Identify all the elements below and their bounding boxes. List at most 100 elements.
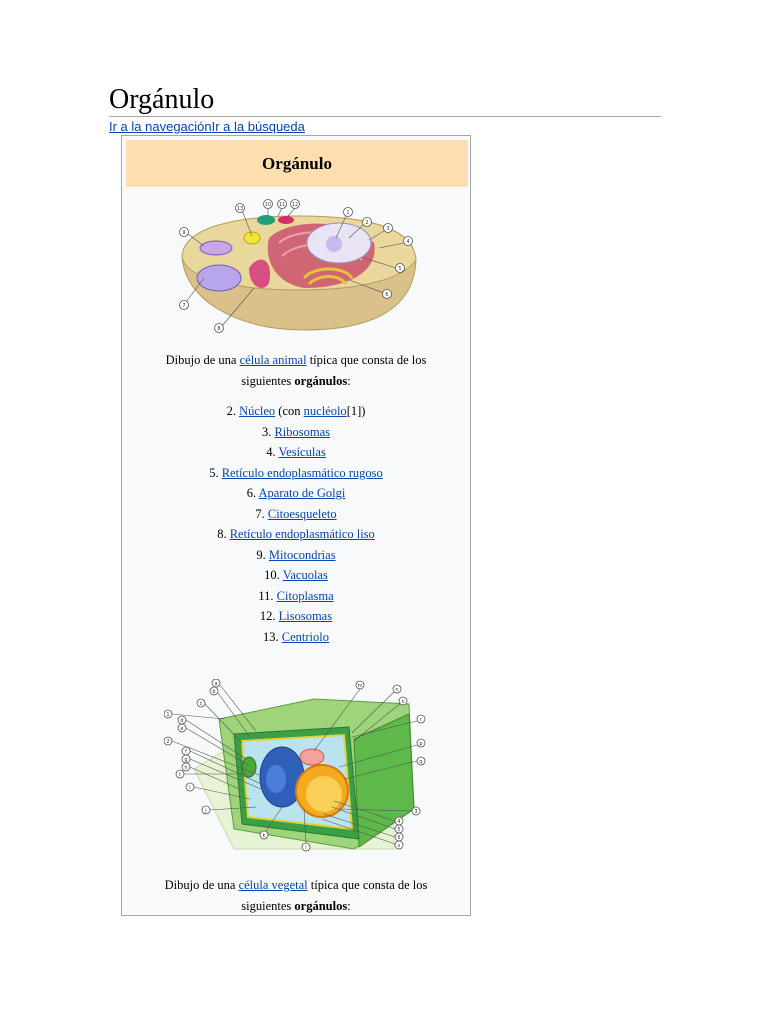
list-item: 8. Retículo endoplasmático liso <box>122 524 470 545</box>
caption-text: siguientes <box>241 898 295 913</box>
svg-text:k: k <box>263 833 266 839</box>
organelle-link-nucleo[interactable]: Núcleo <box>239 404 276 418</box>
svg-text:7: 7 <box>182 303 185 309</box>
skip-links: Ir a la navegaciónIr a la búsqueda <box>109 119 305 135</box>
svg-text:2: 2 <box>365 220 368 226</box>
plant-cell-link[interactable]: célula vegetal <box>238 878 308 892</box>
list-item: 13. Centriolo <box>122 627 470 648</box>
organelle-link-ribosomas[interactable]: Ribosomas <box>274 424 331 439</box>
list-item: 2. Núcleo (con nucléolo[1]) <box>122 401 470 422</box>
svg-text:f: f <box>185 749 187 755</box>
svg-text:i: i <box>189 785 190 791</box>
item-number: 9. <box>256 547 269 562</box>
list-item: 5. Retículo endoplasmático rugoso <box>122 463 470 484</box>
plant-cell-labels: a b c d e 1 2 f g h i j k l <box>164 679 426 852</box>
svg-text:13: 13 <box>237 206 243 212</box>
svg-text:j: j <box>204 808 206 814</box>
svg-text:6: 6 <box>385 292 388 298</box>
caption-text: Dibujo de una <box>164 878 239 892</box>
plant-cell-figure[interactable]: a b c d e 1 2 f g h i j k l <box>164 679 434 859</box>
item-number: 8. <box>217 527 230 541</box>
item-number: 5. <box>209 465 222 480</box>
item-number: 4. <box>266 445 279 459</box>
svg-text:3: 3 <box>386 226 389 232</box>
svg-text:3: 3 <box>414 809 417 815</box>
organelle-link-vacuolas[interactable]: Vacuolas <box>282 568 328 582</box>
item-text: [1]) <box>346 404 366 418</box>
list-item: 10. Vacuolas <box>122 565 470 586</box>
infobox: Orgánulo 13 10 11 <box>121 135 471 916</box>
svg-text:p: p <box>419 741 422 747</box>
svg-text:4: 4 <box>397 819 400 825</box>
caption-text: típica que consta de los <box>307 878 428 892</box>
svg-text:b: b <box>212 689 215 695</box>
list-item: 9. Mitocondrias <box>122 545 470 566</box>
item-number: 7. <box>255 506 268 521</box>
item-number: 6. <box>246 486 259 500</box>
svg-text:5: 5 <box>398 266 401 272</box>
svg-text:s: s <box>398 843 401 849</box>
item-number: 2. <box>226 404 240 418</box>
svg-text:t: t <box>179 772 181 778</box>
svg-text:11: 11 <box>279 202 285 208</box>
animal-cell-labels: 13 10 11 12 1 2 3 4 9 5 6 7 8 <box>179 199 413 333</box>
organelle-link-lisosomas[interactable]: Lisosomas <box>278 609 333 623</box>
page-title: Orgánulo <box>109 84 215 115</box>
list-item: 6. Aparato de Golgi <box>122 483 470 504</box>
svg-text:h: h <box>184 765 187 771</box>
organelle-link-centriolo[interactable]: Centriolo <box>281 629 329 644</box>
svg-text:5: 5 <box>397 827 400 833</box>
item-number: 11. <box>258 588 277 603</box>
svg-text:9: 9 <box>182 230 185 236</box>
animal-cell-figure[interactable]: 13 10 11 12 1 2 3 4 9 5 6 7 8 <box>174 198 424 333</box>
animal-cell-link[interactable]: célula animal <box>239 353 307 367</box>
list-item: 12. Lisosomas <box>122 606 470 627</box>
caption-text: : <box>347 898 351 913</box>
plant-cell-caption: Dibujo de una célula vegetal típica que … <box>122 875 470 916</box>
svg-text:10: 10 <box>265 202 271 208</box>
item-text: (con <box>275 404 304 418</box>
organelle-link-rel[interactable]: Retículo endoplasmático liso <box>229 527 375 541</box>
infobox-header: Orgánulo <box>126 140 468 187</box>
svg-text:1: 1 <box>346 210 349 216</box>
animal-cell-caption: Dibujo de una célula animal típica que c… <box>122 350 470 391</box>
svg-text:4: 4 <box>406 239 409 245</box>
caption-bold-text: orgánulos <box>294 373 348 388</box>
svg-text:r: r <box>420 717 423 723</box>
caption-bold-text: orgánulos <box>294 898 348 913</box>
item-number: 3. <box>261 424 275 439</box>
svg-text:6: 6 <box>397 835 400 841</box>
svg-text:e: e <box>180 726 183 732</box>
organelle-link-mitocondrias[interactable]: Mitocondrias <box>268 547 336 562</box>
organelle-link-citoplasma[interactable]: Citoplasma <box>276 588 334 603</box>
organelle-link-nucleolo[interactable]: nucléolo <box>303 404 347 418</box>
svg-text:8: 8 <box>217 326 220 332</box>
caption-text: : <box>347 373 351 388</box>
svg-text:12: 12 <box>292 202 298 208</box>
caption-text: típica que consta de los <box>306 353 427 367</box>
organelle-link-citoesqueleto[interactable]: Citoesqueleto <box>267 506 337 521</box>
svg-text:1: 1 <box>166 712 169 718</box>
list-item: 11. Citoplasma <box>122 586 470 607</box>
item-number: 10. <box>264 568 283 582</box>
list-item: 3. Ribosomas <box>122 422 470 443</box>
caption-text: Dibujo de una <box>165 353 240 367</box>
title-divider <box>109 116 661 117</box>
organelle-link-golgi[interactable]: Aparato de Golgi <box>258 486 346 500</box>
skip-to-search-link[interactable]: Ir a la búsqueda <box>211 119 305 134</box>
list-item: 4. Vesículas <box>122 442 470 463</box>
skip-to-navigation-link[interactable]: Ir a la navegación <box>109 119 212 134</box>
svg-text:o: o <box>401 699 404 705</box>
organelle-list: 2. Núcleo (con nucléolo[1]) 3. Ribosomas… <box>122 401 470 647</box>
svg-text:n: n <box>395 687 398 693</box>
svg-text:l: l <box>305 845 306 851</box>
organelle-link-rer[interactable]: Retículo endoplasmático rugoso <box>221 465 383 480</box>
svg-text:q: q <box>419 759 422 765</box>
svg-text:c: c <box>200 701 203 707</box>
item-number: 12. <box>259 609 279 623</box>
svg-text:m: m <box>358 683 363 689</box>
svg-text:g: g <box>184 757 187 763</box>
organelle-link-vesiculas[interactable]: Vesículas <box>278 445 326 459</box>
caption-text: siguientes <box>241 373 295 388</box>
svg-text:2: 2 <box>166 739 169 745</box>
